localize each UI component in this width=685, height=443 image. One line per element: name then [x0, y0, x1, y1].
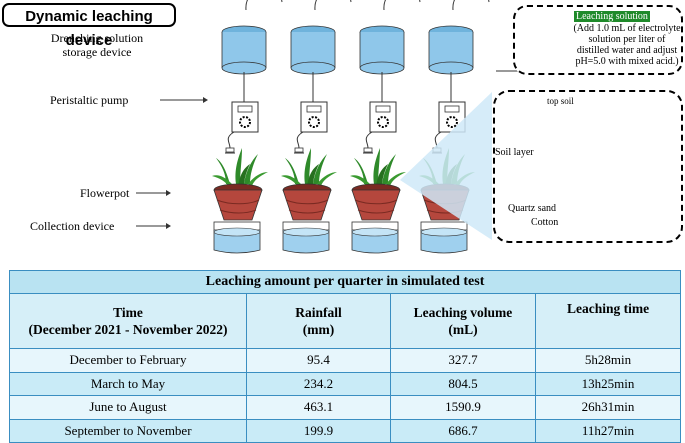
- header-rainfall: Rainfall(mm): [246, 293, 391, 349]
- cell-volume: 804.5: [390, 371, 536, 396]
- cell-rainfall: 199.9: [246, 418, 391, 443]
- leaching-unit-1: [211, 0, 283, 255]
- table-caption: Leaching amount per quarter in simulated…: [8, 270, 682, 294]
- cell-time: 13h25min: [534, 371, 682, 396]
- leaching-solution-note: (Add 1.0 mL of electrolyte solution per …: [573, 23, 681, 67]
- cell-period: December to February: [9, 348, 247, 373]
- cell-period: March to May: [9, 371, 247, 396]
- cotton-label: Cotton: [531, 217, 559, 228]
- table-row: March to May 234.2 804.5 13h25min: [9, 371, 682, 396]
- leaching-unit-2: [280, 0, 352, 255]
- cell-volume: 327.7: [390, 348, 536, 373]
- soil-column-box: [493, 90, 683, 243]
- header-leaching-volume: Leaching volume(mL): [390, 293, 536, 349]
- table-row: September to November 199.9 686.7 11h27m…: [9, 418, 682, 443]
- pump-label: Peristaltic pump: [50, 93, 129, 107]
- storage-label: Drenching solution storage device: [50, 31, 144, 59]
- flowerpot-label: Flowerpot: [80, 186, 130, 200]
- cell-rainfall: 234.2: [246, 371, 391, 396]
- cell-rainfall: 95.4: [246, 348, 391, 373]
- top-soil-label: top soil: [547, 96, 574, 106]
- diagram-title: Dynamic leaching device: [2, 3, 176, 49]
- leaching-solution-badge: Leaching solution: [574, 11, 650, 22]
- cell-time: 11h27min: [534, 418, 682, 443]
- cell-rainfall: 463.1: [246, 395, 391, 420]
- header-time: Time(December 2021 - November 2022): [9, 293, 247, 349]
- leaching-unit-3: [349, 0, 421, 255]
- header-leaching-time: Leaching time: [534, 293, 682, 349]
- table-row: June to August 463.1 1590.9 26h31min: [9, 395, 682, 420]
- soil-layer-label: Soil layer: [495, 147, 534, 158]
- leaching-table: Leaching amount per quarter in simulated…: [8, 270, 682, 443]
- cell-volume: 1590.9: [390, 395, 536, 420]
- collection-label: Collection device: [30, 219, 115, 233]
- quartz-sand-label: Quartz sand: [508, 203, 557, 214]
- cell-time: 5h28min: [534, 348, 682, 373]
- cell-period: September to November: [9, 418, 247, 443]
- leaching-device-diagram: Dynamic leaching device Drenching soluti…: [2, 0, 683, 255]
- cell-time: 26h31min: [534, 395, 682, 420]
- cell-volume: 686.7: [390, 418, 536, 443]
- table-row: December to February 95.4 327.7 5h28min: [9, 348, 682, 373]
- cell-period: June to August: [9, 395, 247, 420]
